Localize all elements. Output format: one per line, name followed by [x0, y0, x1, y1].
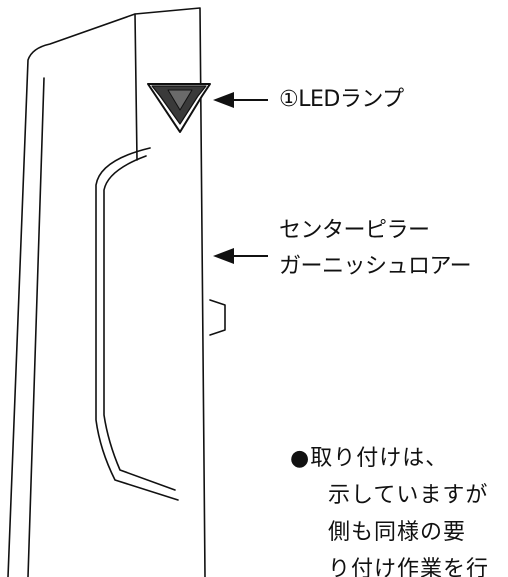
led-lamp-callout: ①LEDランプ [279, 87, 404, 112]
note-line-1: ●取り付けは、 [290, 440, 489, 477]
note-line-3: 側も同様の要 [328, 520, 467, 545]
grip-outline-inner [103, 155, 176, 491]
note-line-4: り付け作業を行 [328, 557, 490, 577]
center-pillar-callout-line1: センターピラー [279, 218, 430, 243]
grip-outline-outer [95, 147, 179, 501]
note-text-1: 取り付けは、 [310, 446, 449, 471]
led-lamp-icon [147, 83, 211, 133]
side-tab [209, 299, 226, 336]
note-line-2: 示していますが [328, 483, 489, 508]
pillar-arrow-icon [213, 248, 268, 264]
pillar-outline [7, 7, 206, 577]
top-edge-line [134, 13, 138, 161]
led-arrow-icon [213, 92, 268, 108]
installation-note: ●取り付けは、 示していますが 側も同様の要 り付け作業を行 [290, 440, 489, 577]
center-pillar-callout-line2: ガーニッシュロアー [279, 254, 472, 279]
bullet-icon: ● [290, 446, 311, 471]
pillar-inner-contour [27, 77, 45, 577]
